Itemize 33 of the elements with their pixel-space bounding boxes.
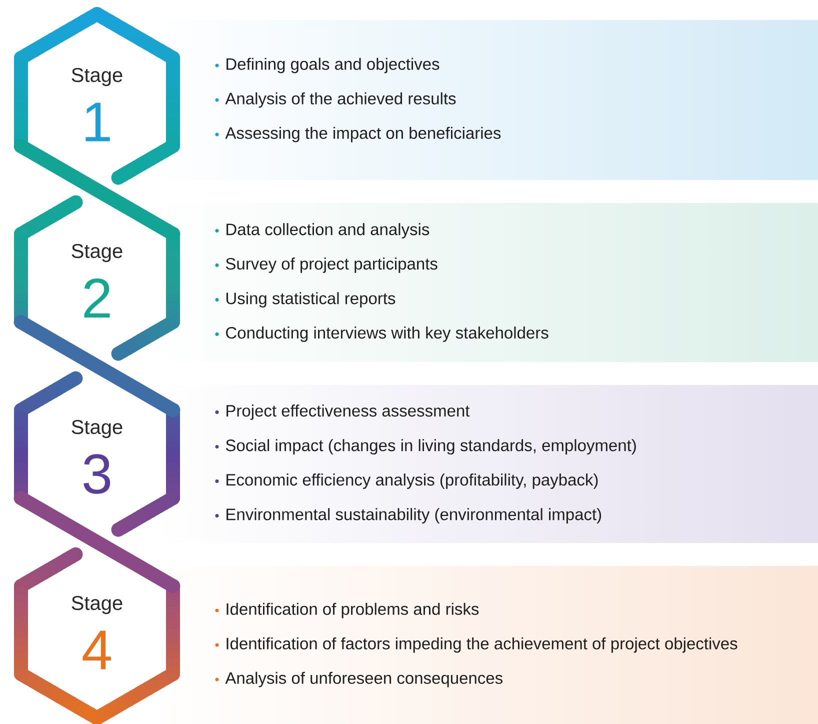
list-item: Identification of factors impeding the achievement of project objectives [215, 637, 738, 653]
stage-label: Stage [72, 68, 122, 86]
list-item: Economic efficiency analysis (profitability, payback) [215, 474, 598, 489]
stage-band [215, 404, 636, 524]
list-item: Analysis of unforeseen consequences [215, 672, 502, 688]
chain-link [14, 139, 180, 241]
chain-link [14, 491, 180, 593]
stage-hexagon [14, 7, 180, 185]
list-item: Defining goals and objectives [215, 58, 440, 74]
chain-link [14, 315, 180, 417]
stage-label: Stage [72, 244, 122, 262]
stage-number: 4 [82, 630, 111, 670]
stage-band [215, 223, 548, 342]
stage-hexagon [14, 547, 180, 724]
list-item: Assessing the impact on beneficiaries [215, 126, 501, 142]
stage-label: Stage [72, 420, 122, 438]
stage-number: 2 [84, 278, 110, 318]
stage-hexagon [14, 371, 180, 537]
list-item: Using statistical reports [215, 292, 396, 308]
list-item: Identification of problems and risks [215, 602, 479, 618]
list-item: Survey of project participants [215, 258, 438, 273]
list-item: Data collection and analysis [215, 223, 430, 238]
stage-number: 1 [86, 102, 110, 142]
list-item: Environmental sustainability (environmental impact) [215, 508, 602, 524]
stage-band [215, 602, 738, 688]
stage-hexagon [14, 195, 180, 361]
stage-band [215, 58, 501, 142]
list-item: Project effectiveness assessment [215, 404, 470, 420]
stage-label: Stage [72, 596, 122, 614]
list-item: Conducting interviews with key stakeholders [215, 326, 548, 342]
stage-number: 3 [84, 454, 110, 494]
list-item: Social impact (changes in living standards, employment) [215, 439, 636, 454]
list-item: Analysis of the achieved results [215, 92, 456, 108]
